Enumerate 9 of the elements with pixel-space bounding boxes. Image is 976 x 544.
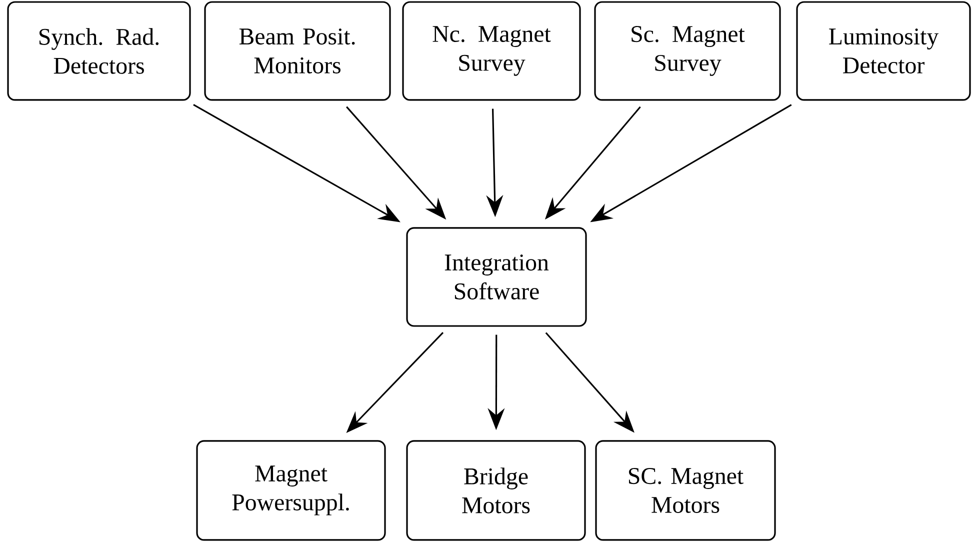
process-box: Synch. Rad. Detectors: [7, 1, 191, 101]
process-box: Magnet Powersuppl.: [196, 440, 386, 541]
process-box: Integration Software: [406, 227, 587, 327]
process-box: Beam Posit. Monitors: [204, 1, 391, 101]
process-box: Nc. Magnet Survey: [402, 1, 581, 101]
process-box: Bridge Motors: [406, 440, 586, 541]
process-box: Luminosity Detector: [796, 1, 971, 101]
process-box: Sc. Magnet Survey: [594, 1, 781, 101]
process-box: SC. Magnet Motors: [595, 440, 776, 541]
